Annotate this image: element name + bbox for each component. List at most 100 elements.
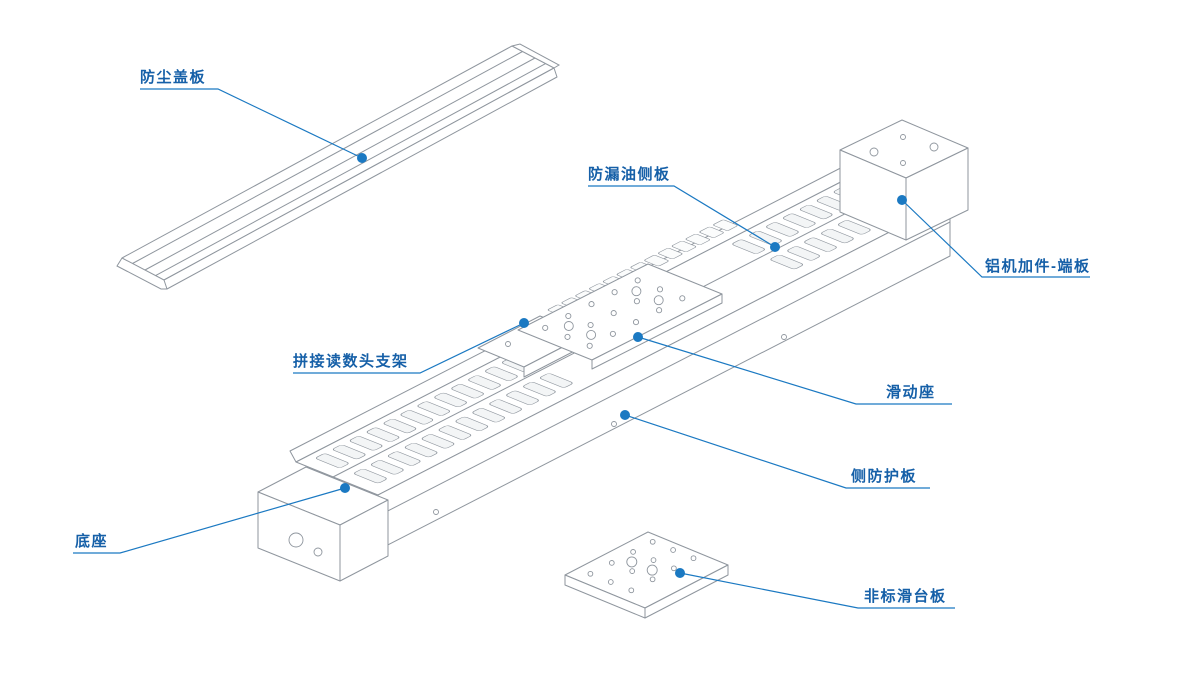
cable-carrier-link (671, 240, 697, 252)
screw-hole (628, 587, 635, 594)
screw-hole (609, 330, 616, 337)
slat (417, 401, 451, 416)
screw-hole (629, 568, 636, 574)
slat (400, 410, 434, 425)
leader-side-guard (624, 414, 930, 489)
slat (455, 416, 489, 431)
dust-cover-ridge-line (132, 51, 523, 264)
slat (506, 390, 539, 405)
dust-cover-ridge-line (155, 63, 546, 277)
screw-hole (632, 319, 640, 326)
screw-hole (608, 560, 615, 566)
marker-oil-side-plate (770, 242, 780, 252)
screw-hole (670, 547, 676, 553)
slat (782, 213, 816, 228)
label-base: 底座 (75, 533, 109, 550)
marker-base (340, 483, 350, 493)
screw-hole (929, 142, 939, 152)
leader-end-plate (901, 199, 1090, 278)
slide-plate-top (564, 531, 729, 609)
screw-hole (588, 301, 595, 308)
cable-carrier-link (713, 219, 738, 231)
screw-hole (587, 321, 594, 329)
slat (472, 408, 506, 423)
screw-hole (650, 557, 657, 563)
screw-hole (671, 565, 677, 572)
label-slider-seat: 滑动座 (886, 384, 936, 401)
cable-carrier-link (699, 226, 724, 238)
slat (485, 366, 518, 381)
screw-hole (433, 509, 439, 515)
slat (799, 204, 833, 220)
slat (421, 434, 455, 449)
end-plate-drawing (839, 119, 969, 241)
dust-cover-lip (163, 67, 558, 290)
cable-carrier-link (685, 233, 710, 245)
screw-hole (313, 547, 323, 557)
screw-hole (586, 342, 593, 349)
slat (468, 375, 501, 390)
slat (332, 444, 366, 460)
slat (370, 460, 404, 475)
bore-hole (646, 564, 658, 576)
slat (804, 237, 837, 252)
label-end-plate: 铝机加件-端板 (985, 258, 1091, 275)
slat (821, 228, 854, 244)
screw-hole (610, 310, 617, 317)
cable-carrier-link (658, 248, 683, 260)
screw-hole (630, 549, 636, 555)
slat (523, 382, 556, 397)
screw-hole (869, 147, 879, 157)
cable-carrier-link (644, 255, 669, 267)
screw-hole (634, 277, 641, 284)
screw-hole (611, 289, 618, 296)
bore-hole (631, 286, 642, 297)
screw-holes (288, 134, 939, 594)
slat (787, 246, 820, 261)
marker-end-plate (897, 195, 907, 205)
screw-hole (649, 538, 656, 545)
end-plate-side (905, 147, 969, 241)
slat (354, 468, 387, 484)
screw-hole (781, 334, 787, 340)
leader-custom-slide-plate (679, 572, 955, 609)
bore-hole (653, 295, 664, 306)
slat (489, 399, 522, 414)
label-reader-bracket: 拼接读数头支架 (293, 353, 409, 370)
label-oil-side-plate: 防漏油侧板 (588, 166, 671, 183)
label-custom-slide-plate: 非标滑台板 (864, 588, 947, 605)
slat (732, 239, 765, 254)
screw-hole (542, 324, 549, 331)
leader-base (73, 487, 346, 554)
marker-dust-cover (357, 153, 367, 163)
marker-reader-bracket (519, 318, 529, 328)
screw-hole (656, 307, 663, 314)
leader-dust-cover (140, 88, 363, 159)
marker-custom-slide-plate (675, 568, 685, 578)
dust-cover-right-cap (511, 43, 561, 69)
dust-cover-drawing (116, 43, 561, 290)
slat (387, 451, 421, 466)
slat (766, 222, 799, 237)
bore-hole (626, 556, 638, 568)
screw-hole (607, 579, 614, 585)
slat (404, 442, 438, 458)
slat (770, 254, 804, 270)
marker-slider-seat (633, 332, 643, 342)
leader-slider-seat (637, 336, 952, 405)
screw-hole (611, 421, 617, 427)
slat (837, 220, 871, 235)
slat (539, 373, 573, 388)
screw-hole (900, 160, 906, 166)
screw-hole (505, 341, 511, 347)
rail-slats (315, 187, 905, 484)
annotations (73, 88, 1090, 609)
leader-reader-bracket (293, 322, 525, 374)
screw-hole (288, 532, 304, 548)
screw-hole (564, 333, 571, 340)
left-block-side (339, 499, 389, 582)
screw-hole (633, 298, 640, 305)
slat (438, 425, 472, 440)
